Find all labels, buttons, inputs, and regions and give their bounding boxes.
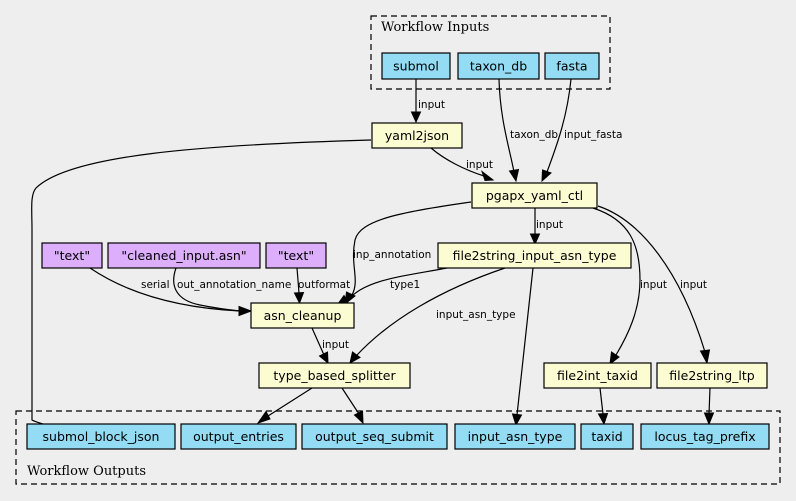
edge-label: serial — [141, 279, 170, 291]
workflow-outputs-cluster: Workflow Outputs — [15, 410, 781, 485]
edge-const1-asn_cleanup: serial — [89, 267, 253, 317]
edge-splitter-output_entries — [256, 387, 313, 424]
workflow-inputs-cluster: Workflow Inputs — [370, 15, 611, 90]
edge-label: type1 — [390, 279, 420, 291]
constant-node-text-outformat[interactable]: "text" — [265, 242, 327, 269]
edge-label: input — [322, 339, 349, 351]
step-node-pgapx_yaml_ctl[interactable]: pgapx_yaml_ctl — [471, 182, 598, 209]
svg-text:taxid: taxid — [591, 429, 622, 444]
constant-node-cleaned-input-asn[interactable]: "cleaned_input.asn" — [107, 242, 261, 269]
edge-label: input_fasta — [564, 129, 622, 141]
workflow-inputs-label: Workflow Inputs — [381, 20, 489, 35]
output-node-locus_tag_prefix[interactable]: locus_tag_prefix — [640, 423, 770, 450]
output-node-taxid[interactable]: taxid — [580, 423, 634, 450]
edge-pgapx-file2int_taxid: input — [592, 207, 667, 366]
step-node-file2int_taxid[interactable]: file2int_taxid — [543, 362, 652, 389]
constant-node-text-serial[interactable]: "text" — [41, 242, 103, 269]
edge-label: input — [418, 99, 445, 111]
input-node-taxon_db[interactable]: taxon_db — [457, 52, 540, 80]
svg-text:file2string_ltp: file2string_ltp — [669, 368, 754, 383]
svg-text:locus_tag_prefix: locus_tag_prefix — [654, 429, 755, 444]
edge-taxon_db-pgapx: taxon_db — [498, 78, 558, 183]
edge-file2string-splitter: input_asn_type — [349, 267, 516, 364]
edge-file2string-asn_cleanup-type1: type1 — [337, 267, 448, 305]
svg-text:"text": "text" — [54, 248, 90, 263]
input-node-fasta[interactable]: fasta — [544, 52, 600, 80]
input-node-submol[interactable]: submol — [381, 52, 451, 80]
svg-text:output_seq_submit: output_seq_submit — [315, 429, 434, 444]
edge-file2int_taxid-taxid — [597, 387, 609, 426]
edge-label: outformat — [298, 279, 350, 291]
edge-file2string_ltp-locus_tag_prefix — [703, 387, 715, 426]
edge-const3-asn_cleanup: outformat — [293, 267, 350, 305]
step-node-asn_cleanup[interactable]: asn_cleanup — [250, 302, 355, 329]
edge-label: taxon_db — [510, 129, 558, 141]
svg-text:output_entries: output_entries — [193, 429, 284, 444]
edge-label: input — [466, 159, 493, 171]
svg-text:taxon_db: taxon_db — [470, 59, 527, 74]
svg-text:submol: submol — [393, 59, 439, 74]
workflow-outputs-label: Workflow Outputs — [27, 464, 146, 479]
edge-label: out_annotation_name — [177, 279, 291, 291]
edge-asn_cleanup-splitter: input — [311, 327, 349, 365]
svg-text:"text": "text" — [278, 248, 314, 263]
edge-label: inp_annotation — [353, 249, 431, 261]
step-node-yaml2json[interactable]: yaml2json — [371, 122, 463, 149]
svg-text:asn_cleanup: asn_cleanup — [264, 308, 342, 323]
svg-text:yaml2json: yaml2json — [385, 128, 449, 143]
edge-pgapx-file2string: input — [529, 208, 563, 246]
svg-text:submol_block_json: submol_block_json — [43, 429, 160, 444]
output-node-submol_block_json[interactable]: submol_block_json — [26, 423, 176, 450]
edge-fasta-pgapx: input_fasta — [541, 78, 622, 183]
svg-text:input_asn_type: input_asn_type — [468, 429, 563, 444]
edge-pgapx-file2string_ltp: input — [597, 205, 711, 365]
step-node-file2string_input_asn_type[interactable]: file2string_input_asn_type — [437, 242, 632, 269]
output-node-output_seq_submit[interactable]: output_seq_submit — [301, 423, 448, 450]
svg-text:"cleaned_input.asn": "cleaned_input.asn" — [121, 248, 246, 263]
output-node-input_asn_type[interactable]: input_asn_type — [454, 423, 576, 450]
svg-text:fasta: fasta — [556, 59, 587, 74]
svg-text:file2string_input_asn_type: file2string_input_asn_type — [453, 248, 617, 263]
svg-text:file2int_taxid: file2int_taxid — [557, 368, 638, 383]
output-node-output_entries[interactable]: output_entries — [180, 423, 297, 450]
edge-const2-asn_cleanup: out_annotation_name — [173, 267, 291, 312]
step-node-type_based_splitter[interactable]: type_based_splitter — [258, 362, 411, 389]
edge-label: input — [680, 279, 707, 291]
edge-yaml2json-pgapx: input — [430, 147, 495, 182]
svg-text:type_based_splitter: type_based_splitter — [273, 368, 396, 383]
edge-submol-yaml2json: input — [410, 79, 445, 124]
edge-label: input — [536, 219, 563, 231]
step-node-file2string_ltp[interactable]: file2string_ltp — [656, 362, 768, 389]
edge-label: input — [640, 279, 667, 291]
edge-label: input_asn_type — [436, 309, 516, 321]
svg-text:pgapx_yaml_ctl: pgapx_yaml_ctl — [486, 188, 583, 203]
edge-file2string-input_asn_type — [511, 267, 534, 427]
edge-splitter-output_seq_submit — [341, 387, 364, 425]
